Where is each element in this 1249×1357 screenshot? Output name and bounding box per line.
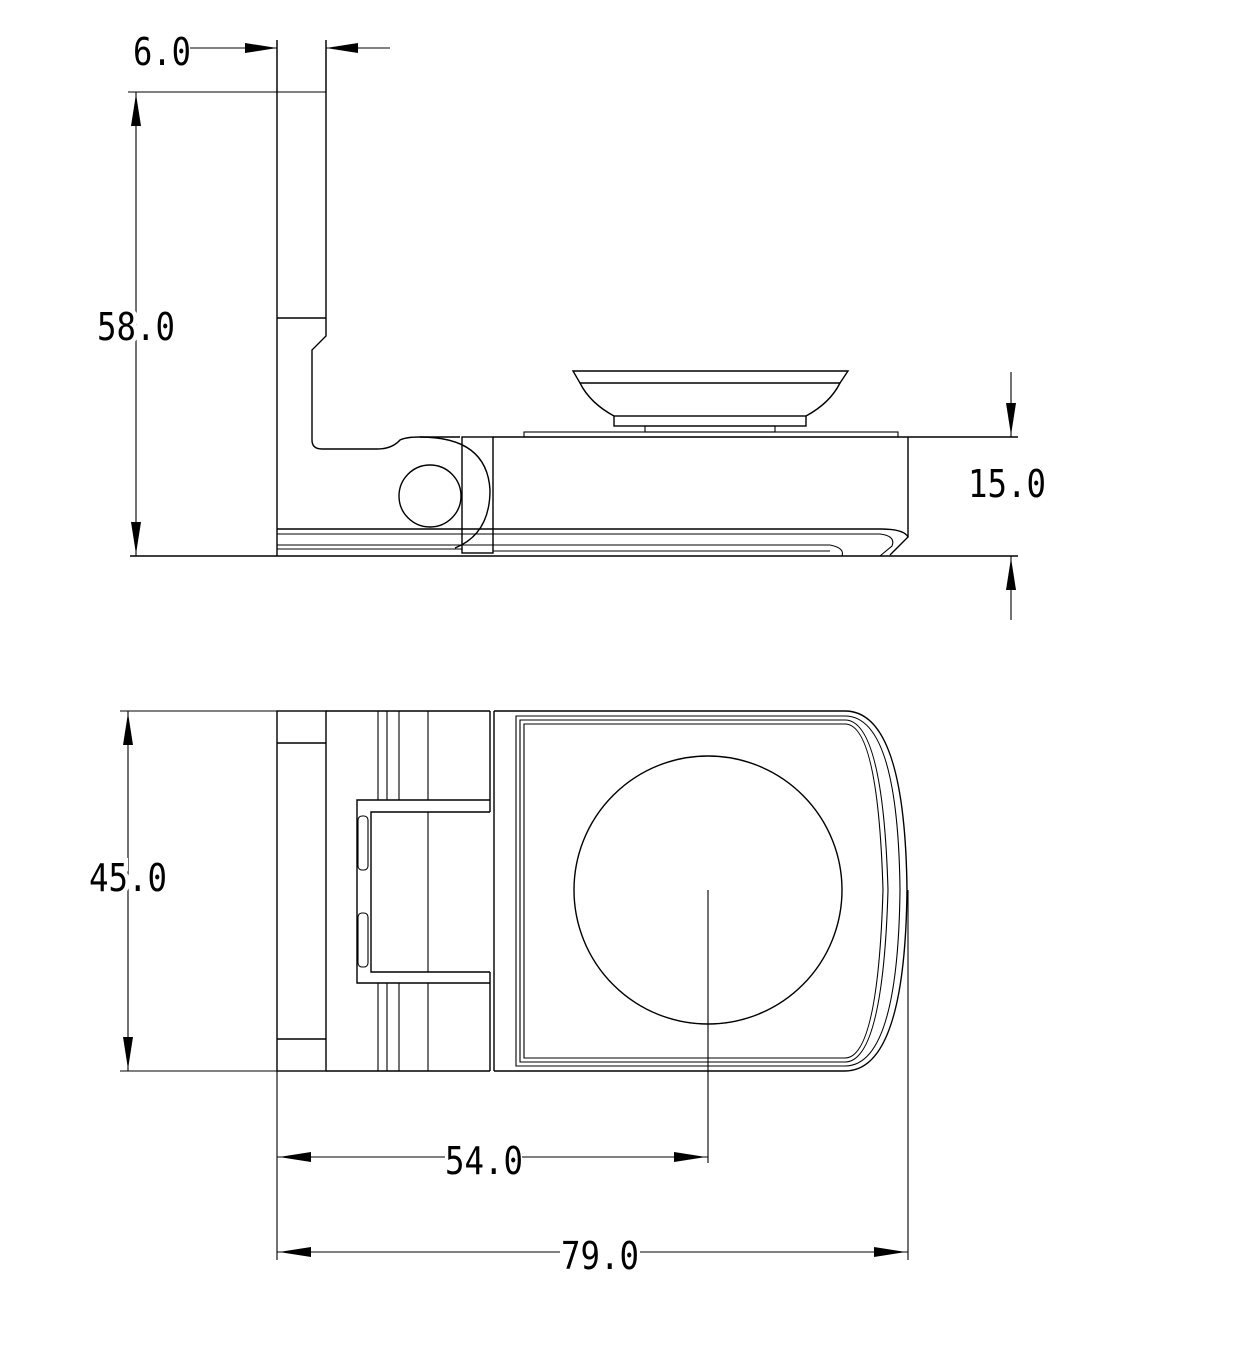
side-view — [130, 40, 1018, 557]
arrow-down-icon — [131, 522, 141, 554]
arrow-up-icon — [123, 713, 133, 745]
arrow-down-icon — [123, 1037, 133, 1069]
arrow-right-icon — [874, 1247, 906, 1257]
arrow-up-icon — [1006, 558, 1016, 590]
dim-label-width: 45.0 — [89, 856, 167, 900]
top-view — [276, 710, 909, 1260]
dimension-58: 58.0 — [92, 91, 326, 556]
arrow-right-icon — [245, 43, 277, 53]
dim-label-overall-length: 79.0 — [561, 1234, 639, 1278]
arrow-left-icon — [326, 43, 358, 53]
dim-label-base-thickness: 15.0 — [968, 462, 1046, 506]
dimension-54: 54.0 — [276, 1071, 708, 1260]
dim-label-thickness: 6.0 — [133, 30, 191, 74]
dim-label-center-offset: 54.0 — [445, 1139, 523, 1183]
arrow-left-icon — [279, 1247, 311, 1257]
arrow-down-icon — [1006, 403, 1016, 435]
dim-label-height: 58.0 — [97, 305, 175, 349]
dimension-6: 6.0 — [133, 30, 390, 92]
dimension-79: 79.0 — [277, 1234, 908, 1278]
arrow-right-icon — [674, 1152, 706, 1162]
arrow-up-icon — [131, 94, 141, 126]
dimension-45: 45.0 — [84, 710, 277, 1072]
arrow-left-icon — [279, 1152, 311, 1162]
dimension-15: 15.0 — [968, 372, 1046, 620]
